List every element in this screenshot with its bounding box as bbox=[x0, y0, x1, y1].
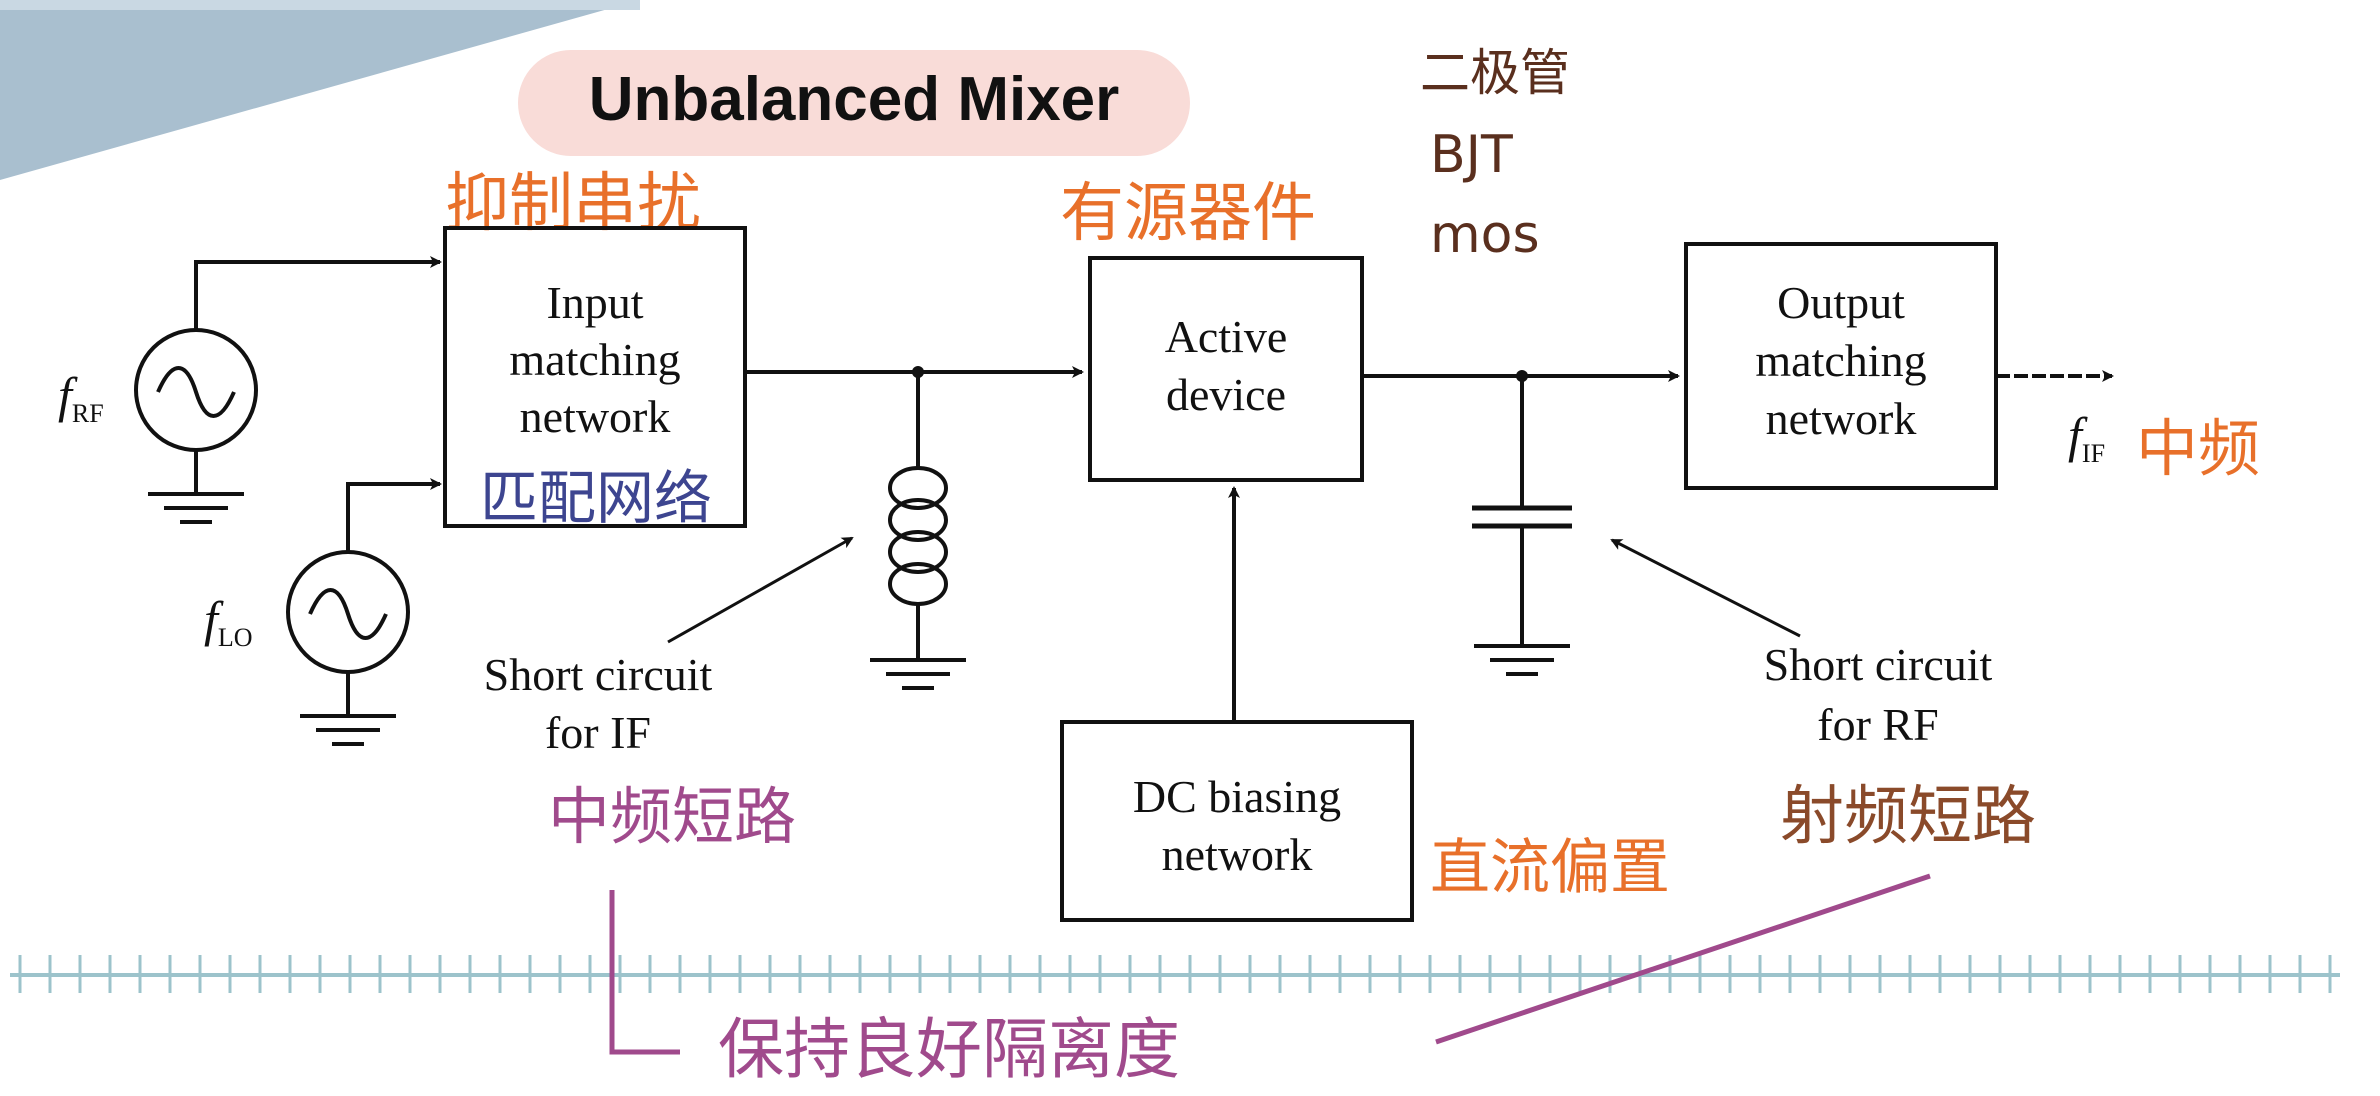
active-device-block: Active device bbox=[1088, 256, 1364, 482]
annotation-diode: 二极管 bbox=[1420, 44, 1570, 102]
output-matching-label-1: Output bbox=[1777, 277, 1905, 328]
ground-icon bbox=[148, 492, 244, 524]
output-matching-block: Output matching network bbox=[1684, 242, 1998, 490]
page-title: Unbalanced Mixer bbox=[589, 65, 1120, 134]
isolation-bracket bbox=[609, 890, 680, 1055]
sine-wave bbox=[156, 366, 236, 418]
rf-source-label: fRF bbox=[58, 367, 104, 428]
output-matching-label-2: matching bbox=[1755, 335, 1926, 386]
capacitor-icon bbox=[1472, 376, 1572, 646]
annotation-if-short: 中频短路 bbox=[548, 780, 796, 853]
short-if-label-2: for IF bbox=[545, 707, 651, 758]
input-matching-block: Input matching network bbox=[443, 226, 747, 528]
if-output-label: fIF bbox=[2068, 407, 2105, 468]
input-matching-label-3: network bbox=[520, 391, 671, 442]
annotation-active-components: 有源器件 bbox=[1060, 177, 1316, 251]
active-device-label-1: Active bbox=[1165, 311, 1288, 362]
annotation-mos: mos bbox=[1430, 205, 1540, 265]
lo-source-label: fLO bbox=[204, 591, 253, 652]
corner-accent-light bbox=[0, 0, 640, 10]
sine-wave bbox=[308, 588, 388, 640]
annotation-bjt: BJT bbox=[1430, 125, 1513, 185]
ground-icon bbox=[300, 714, 396, 746]
dc-biasing-label-2: network bbox=[1162, 829, 1313, 880]
title-pill bbox=[518, 50, 1190, 156]
short-rf-label-2: for RF bbox=[1817, 699, 1938, 750]
annotation-rf-short: 射频短路 bbox=[1780, 780, 2036, 854]
dc-biasing-label-1: DC biasing bbox=[1133, 771, 1341, 822]
short-if-pointer bbox=[667, 536, 854, 644]
short-if-label-1: Short circuit bbox=[484, 649, 713, 700]
input-matching-label-2: matching bbox=[509, 334, 680, 385]
isolation-pointer bbox=[1435, 873, 1931, 1045]
annotation-intermediate-freq: 中频 bbox=[2136, 412, 2260, 485]
corner-accent bbox=[0, 0, 640, 180]
ruler bbox=[10, 955, 2340, 993]
short-rf-pointer bbox=[1610, 538, 1801, 638]
input-matching-label-1: Input bbox=[546, 277, 643, 328]
short-rf-label-1: Short circuit bbox=[1764, 639, 1993, 690]
ground-icon bbox=[870, 658, 966, 690]
annotation-isolation: 保持良好隔离度 bbox=[718, 1011, 1180, 1088]
annotation-matching-network: 匹配网络 bbox=[480, 464, 712, 532]
ground-icon bbox=[1474, 644, 1570, 676]
lo-source: fLO bbox=[204, 478, 442, 746]
inductor-icon bbox=[888, 372, 948, 660]
dc-biasing-block: DC biasing network bbox=[1060, 720, 1414, 922]
annotation-dc-bias: 直流偏置 bbox=[1430, 833, 1670, 903]
output-matching-label-3: network bbox=[1766, 393, 1917, 444]
active-device-label-2: device bbox=[1166, 369, 1286, 420]
